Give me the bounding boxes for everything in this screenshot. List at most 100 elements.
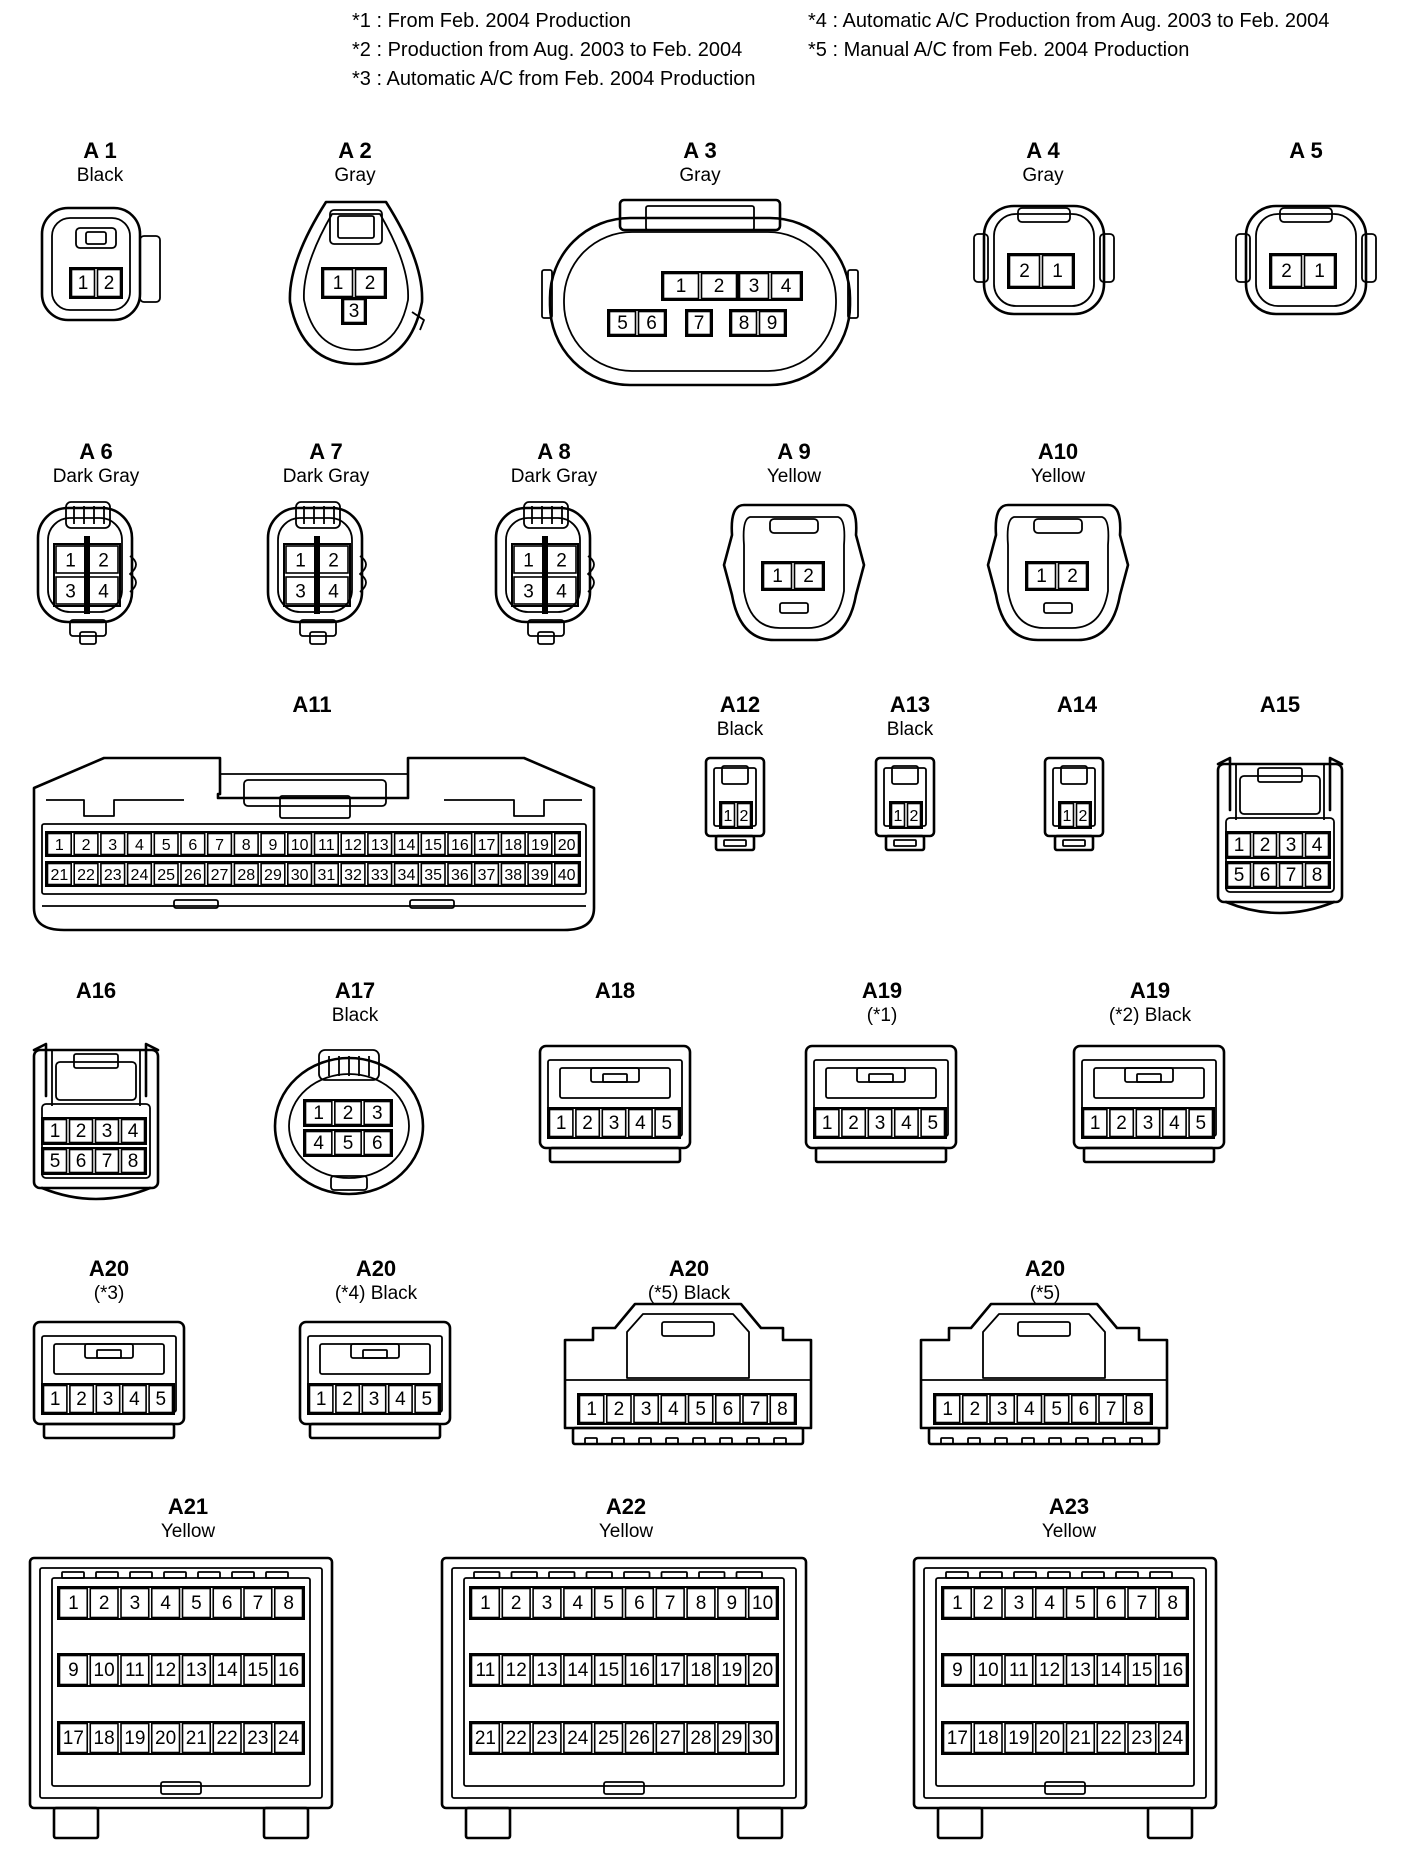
pin-number: 1 — [316, 1389, 327, 1410]
pin-cell — [624, 1722, 655, 1754]
connector-color: Yellow — [599, 1521, 654, 1542]
pin-number: 18 — [978, 1728, 999, 1749]
pin-cell — [527, 832, 553, 856]
pin-cell — [273, 1587, 304, 1619]
pin-number: 26 — [184, 867, 202, 884]
pin-number: 5 — [695, 1399, 706, 1420]
pin-cell — [1127, 1654, 1157, 1686]
connector-name: A 1 — [83, 138, 116, 163]
pin-number: 6 — [1079, 1399, 1090, 1420]
connector-color: Dark Gray — [53, 466, 140, 487]
pin-cell — [1008, 254, 1041, 288]
pin-cell — [181, 1654, 212, 1686]
note-3: *3 : Automatic A/C from Feb. 2004 Produc… — [352, 68, 756, 90]
pin-cell — [121, 1384, 147, 1414]
connector-color: (*3) — [94, 1283, 125, 1304]
pin-number: 25 — [598, 1728, 619, 1749]
pin-number: 1 — [65, 551, 76, 572]
footnote-legend: *1 : From Feb. 2004 Production *2 : Prod… — [0, 0, 1408, 100]
pin-number: 3 — [65, 582, 76, 603]
pin-number: 5 — [343, 1133, 354, 1154]
pin-cell — [501, 1654, 531, 1686]
pin-number: 6 — [222, 1593, 233, 1614]
pin-number: 2 — [582, 1113, 593, 1134]
pin-cell — [120, 1148, 146, 1174]
pin-number: 8 — [777, 1399, 788, 1420]
pin-cell — [1026, 562, 1057, 590]
pin-number: 2 — [970, 1399, 981, 1420]
pin-number: 1 — [952, 1593, 963, 1614]
pin-cell — [94, 1148, 120, 1174]
pin-cell — [527, 862, 553, 886]
pin-cell — [260, 832, 286, 856]
pin-cell — [942, 1722, 973, 1754]
pin-number: 4 — [1312, 835, 1323, 856]
pin-number: 16 — [451, 837, 469, 854]
pin-number: 4 — [313, 1133, 324, 1154]
pin-number: 6 — [76, 1151, 87, 1172]
pin-number: 2 — [1067, 566, 1078, 587]
pin-cell — [180, 862, 206, 886]
pin-cell — [532, 1654, 562, 1686]
pin-number: 4 — [1044, 1593, 1055, 1614]
pin-cell — [150, 1722, 181, 1754]
connector-name: A20 — [1025, 1256, 1065, 1281]
pin-cell — [1016, 1394, 1043, 1424]
connector-name: A 6 — [79, 439, 112, 464]
pin-cell — [501, 1722, 531, 1754]
pin-number: 2 — [803, 566, 814, 587]
pin-cell — [662, 272, 700, 300]
connector-color: Black — [887, 719, 934, 740]
pin-cell — [563, 1587, 593, 1619]
pin-number: 3 — [997, 1399, 1008, 1420]
pin-number: 21 — [50, 867, 68, 884]
pin-cell — [654, 1108, 680, 1138]
pin-cell — [593, 1722, 624, 1754]
pin-number: 10 — [978, 1660, 999, 1681]
connector-name: A19 — [1130, 978, 1170, 1003]
pin-number: 15 — [598, 1660, 619, 1681]
note-4: *4 : Automatic A/C Production from Aug. … — [808, 10, 1330, 32]
pin-number: 7 — [102, 1151, 113, 1172]
pin-number: 3 — [609, 1113, 620, 1134]
pin-number: 1 — [1063, 808, 1072, 825]
connector-name: A16 — [76, 978, 116, 1003]
pin-cell — [624, 1587, 655, 1619]
pin-cell — [1252, 832, 1278, 858]
pin-cell — [1188, 1108, 1214, 1138]
connector-color: (*5) — [1030, 1283, 1061, 1304]
pin-cell — [893, 1108, 919, 1138]
pin-number: 8 — [1167, 1593, 1178, 1614]
pin-cell — [989, 1394, 1016, 1424]
pin-cell — [367, 862, 393, 886]
pin-cell — [73, 832, 99, 856]
connector-name: A19 — [862, 978, 902, 1003]
pin-number: 9 — [68, 1660, 79, 1681]
pin-number: 24 — [567, 1728, 589, 1749]
pin-number: 13 — [536, 1660, 557, 1681]
pin-number: 7 — [1286, 865, 1297, 886]
connector-name: A13 — [890, 692, 930, 717]
connector-name: A20 — [356, 1256, 396, 1281]
pin-number: 3 — [103, 1389, 114, 1410]
pin-number: 1 — [822, 1113, 833, 1134]
pin-number: 3 — [372, 1103, 383, 1124]
pin-cell — [243, 1722, 273, 1754]
pin-number: 2 — [1019, 261, 1030, 282]
pin-cell — [1304, 862, 1330, 888]
connector-name: A 9 — [777, 439, 810, 464]
pin-number: 11 — [318, 837, 335, 854]
pin-number: 1 — [1314, 261, 1325, 282]
note-1: *1 : From Feb. 2004 Production — [352, 10, 632, 32]
pin-cell — [89, 1654, 119, 1686]
pin-cell — [655, 1654, 685, 1686]
pin-number: 27 — [211, 867, 229, 884]
pin-cell — [150, 1587, 181, 1619]
pin-cell — [627, 1108, 653, 1138]
